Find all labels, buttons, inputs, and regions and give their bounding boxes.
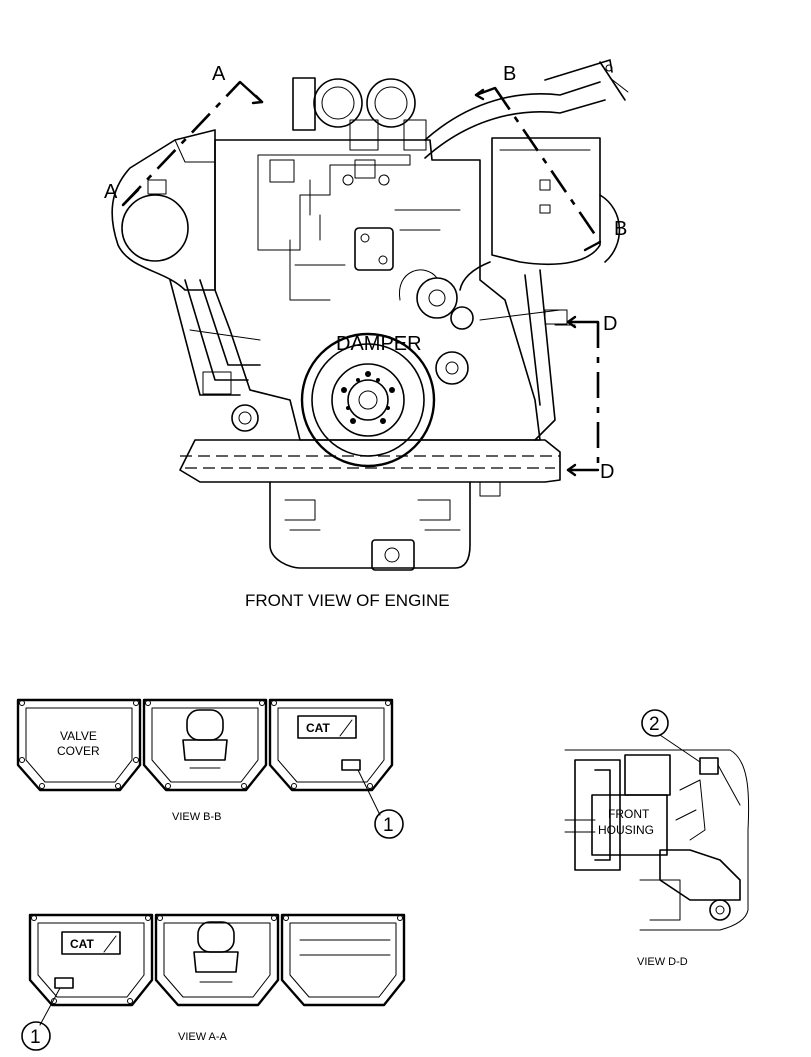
callout-1-bb: 1 [383, 815, 394, 836]
right-turbo [459, 137, 621, 291]
section-b-marker: B B [474, 63, 627, 252]
front-view-engine: DAMPER A A B [104, 59, 629, 610]
intake-pipe [424, 59, 629, 159]
section-label-a-top: A [212, 63, 226, 85]
accessory-pulleys [398, 269, 474, 385]
section-label-d-bottom: D [600, 461, 614, 483]
valve-cover-aa-2 [154, 913, 280, 1007]
view-aa-caption: VIEW A-A [178, 1031, 228, 1043]
section-label-b-right: B [614, 218, 627, 240]
cat-logo-bb: CAT [306, 721, 330, 735]
view-dd-caption: VIEW D-D [637, 956, 688, 968]
oil-pan [179, 439, 561, 571]
section-label-d-top: D [603, 313, 617, 335]
right-piping [479, 269, 576, 441]
valve-cover-aa-1: CAT [28, 913, 154, 1007]
front-housing-label-2: HOUSING [598, 823, 654, 837]
section-label-a-left: A [104, 181, 118, 203]
front-housing-label-1: FRONT [608, 807, 650, 821]
valve-cover-aa-3 [280, 913, 406, 1007]
view-bb: VALVE COVER CAT 1 VIEW B-B [16, 698, 404, 839]
valve-cover-label-2: COVER [57, 744, 100, 758]
damper: DAMPER [300, 332, 436, 468]
cat-logo-aa: CAT [70, 937, 94, 951]
damper-label: DAMPER [336, 333, 422, 355]
section-a-marker: A A [104, 63, 264, 207]
engine-block [214, 139, 541, 441]
view-aa: CAT 1 VIEW A-A [21, 913, 406, 1051]
callout-1-aa: 1 [30, 1027, 41, 1048]
left-turbo [111, 129, 216, 291]
valve-cover-bb-3: CAT [268, 698, 394, 792]
view-dd: FRONT HOUSING 2 VIEW D-D [564, 709, 750, 968]
valve-cover-label-1: VALVE [60, 729, 97, 743]
valve-cover-bb-1: VALVE COVER [16, 698, 142, 792]
left-piping [169, 279, 261, 432]
front-view-caption: FRONT VIEW OF ENGINE [245, 591, 450, 610]
section-label-b-top: B [503, 63, 516, 85]
valve-cover-bb-2 [142, 698, 268, 792]
view-bb-caption: VIEW B-B [172, 811, 222, 823]
top-canisters [292, 77, 427, 151]
section-d-marker: D D [566, 313, 617, 483]
callout-2-dd: 2 [649, 714, 660, 735]
